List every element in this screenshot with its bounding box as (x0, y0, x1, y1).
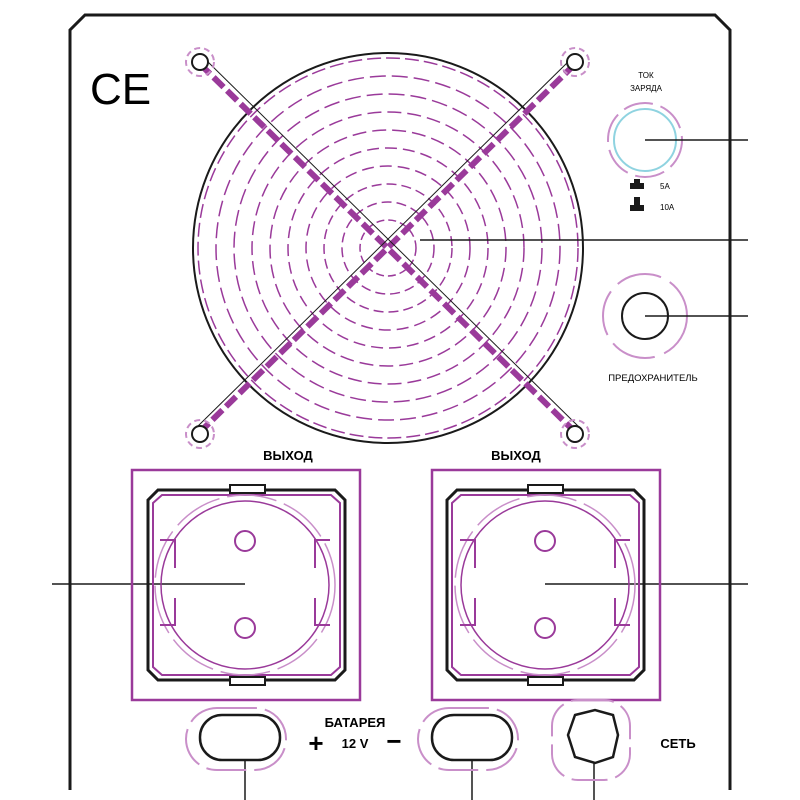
fuse-label: ПРЕДОХРАНИТЕЛЬ (608, 373, 698, 384)
battery-plus-terminal[interactable] (185, 707, 287, 771)
battery-minus-sign: − (386, 726, 401, 756)
charge-current-label-line1: ТОК (638, 71, 654, 80)
output-right-label: ВЫХОД (491, 448, 541, 463)
charge-5a-label: 5A (660, 182, 670, 191)
charge-10a-label: 10A (660, 203, 675, 212)
mains-label: СЕТЬ (660, 736, 695, 751)
output-socket-left[interactable] (130, 468, 362, 702)
battery-label: БАТАРЕЯ (325, 715, 386, 730)
switch-position-10a-icon (630, 197, 644, 211)
battery-minus-terminal[interactable] (417, 707, 519, 771)
output-socket-right[interactable] (430, 468, 662, 702)
panel-outline (68, 13, 732, 790)
ce-mark-icon: CE (90, 65, 151, 114)
battery-plus-sign: + (308, 728, 323, 758)
charge-current-label-line2: ЗАРЯДА (630, 84, 663, 93)
output-left-label: ВЫХОД (263, 448, 313, 463)
battery-voltage-label: 12 V (342, 736, 369, 751)
switch-position-5a-icon (630, 179, 644, 189)
mains-inlet[interactable] (551, 699, 631, 781)
fan-grille-icon (185, 47, 590, 449)
